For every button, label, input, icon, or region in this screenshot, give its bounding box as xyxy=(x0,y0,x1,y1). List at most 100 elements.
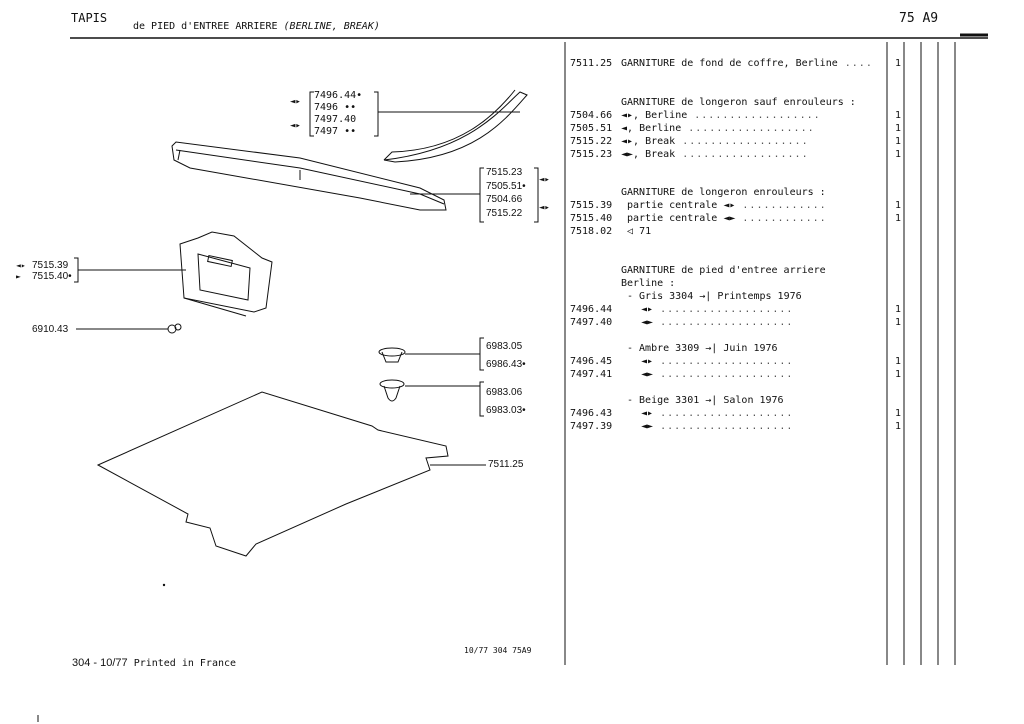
part-desc: ◄▸, Break .................. xyxy=(621,136,809,147)
page-title: TAPIS xyxy=(71,11,108,25)
part-desc-text: , Break xyxy=(633,136,676,147)
parts-row: 7497.39 ◄► ................... 1 xyxy=(570,420,901,433)
part-ref: 7515.22 xyxy=(570,136,613,147)
part-ref: 7497.39 xyxy=(570,421,613,432)
part-ref: 7515.23 xyxy=(570,149,613,160)
arrow-right-icon: ◄► xyxy=(641,317,654,328)
callout-7497-40: 7497.40 xyxy=(314,114,357,125)
callout-7515-23: 7515.23 xyxy=(486,167,523,178)
part-desc: ◄► ................... xyxy=(641,369,794,380)
part-qty: 1 xyxy=(895,149,902,160)
group-heading: - Gris 3304 →| Printemps 1976 xyxy=(627,290,802,303)
group-label: - Beige 3301 xyxy=(627,395,700,406)
callout-7496: 7496 •• xyxy=(314,102,357,113)
part-qty: 1 xyxy=(895,369,902,380)
part-qty: 1 xyxy=(895,356,902,367)
section-heading: GARNITURE de longeron enrouleurs : xyxy=(621,187,826,198)
part-desc-text: GARNITURE de fond de coffre, Berline xyxy=(621,58,838,69)
arrow-right-icon: ◄► xyxy=(641,369,654,380)
footer-left: 304 - 10/77 Printed in France xyxy=(72,657,236,669)
part-desc-text: , Berline xyxy=(627,123,682,134)
part-desc: ◄, Berline .................. xyxy=(621,123,815,134)
arrow-icon: ◄▸► xyxy=(16,261,26,281)
arrow-right-icon: ◄► xyxy=(723,213,736,224)
parts-row: 7515.40 partie centrale ◄► ............ … xyxy=(570,212,901,225)
part-ref: 7511.25 xyxy=(570,58,613,69)
part-ref: 7518.02 xyxy=(570,226,613,237)
parts-row: 7497.41 ◄► ................... 1 xyxy=(570,368,901,381)
parts-row: 7515.39 partie centrale ◄▸ ............ … xyxy=(570,199,901,212)
arrow-left-right-icon: ◄▸ xyxy=(641,408,654,419)
group-label: - Ambre 3309 xyxy=(627,343,700,354)
part-desc: ◁ 71 xyxy=(627,225,872,238)
bracket-group2 xyxy=(410,167,539,223)
group-heading: - Ambre 3309 →| Juin 1976 xyxy=(627,342,778,355)
footer-code: 10/77 304 75A9 xyxy=(464,646,532,655)
parts-row: 7515.23 ◄►, Break .................. 1 xyxy=(570,148,901,161)
part-ref: 7496.45 xyxy=(570,356,613,367)
group-heading: - Beige 3301 →| Salon 1976 xyxy=(627,394,784,407)
parts-row: 7496.45 ◄▸ ................... 1 xyxy=(570,355,901,368)
part-desc: ◄▸ ................... xyxy=(641,408,794,419)
part-desc: ◄▸ ................... xyxy=(641,356,794,367)
callout-6983-06: 6983.06 xyxy=(486,387,523,398)
arrow-to-bar-icon: →| xyxy=(705,395,718,406)
section-subheading: Berline : xyxy=(621,278,676,289)
arrow-right-icon: ◄► xyxy=(641,421,654,432)
callout-6983-05: 6983.05 xyxy=(486,341,523,352)
arrow-left-icon: ◄ xyxy=(621,123,628,134)
callout-7515-40: 7515.40• xyxy=(32,271,72,282)
part-ref: 7515.40 xyxy=(570,213,613,224)
section-heading: GARNITURE de pied d'entree arriere xyxy=(621,265,826,276)
group-date: Salon 1976 xyxy=(723,395,784,406)
part-qty: 1 xyxy=(895,110,902,121)
callout-group5: 6983.06 6983.03• xyxy=(486,384,526,420)
arrow-to-bar-icon: →| xyxy=(699,291,712,302)
part-ref: 7496.43 xyxy=(570,408,613,419)
callout-7511-25: 7511.25 xyxy=(488,459,524,470)
part-desc-text: partie centrale xyxy=(627,200,718,211)
parts-row: 7505.51 ◄, Berline .................. 1 xyxy=(570,122,901,135)
group-date: Juin 1976 xyxy=(723,343,778,354)
part-desc: GARNITURE de fond de coffre, Berline ...… xyxy=(621,58,872,69)
part-qty: 1 xyxy=(895,200,902,211)
part-desc-text: , Break xyxy=(633,149,676,160)
subtitle-main: de PIED d'ENTREE ARRIERE xyxy=(133,21,278,32)
part-qty: 1 xyxy=(895,304,902,315)
callout-6983-03: 6983.03• xyxy=(486,405,526,416)
part-ref: 7497.40 xyxy=(570,317,613,328)
page-subtitle: de PIED d'ENTREE ARRIERE (BERLINE, BREAK… xyxy=(133,21,380,32)
callout-7497: 7497 •• xyxy=(314,126,357,137)
group-date: Printemps 1976 xyxy=(717,291,802,302)
part-desc: ◄▸ ................... xyxy=(641,304,794,315)
parts-row: 7496.44 ◄▸ ................... 1 xyxy=(570,303,901,316)
part-desc-text: 71 xyxy=(639,226,652,237)
part-qty: 1 xyxy=(895,213,902,224)
footer-page-num: 304 - 10/77 xyxy=(72,657,128,669)
part-qty: 1 xyxy=(895,123,902,134)
callout-group3: 7515.39 7515.40• xyxy=(32,260,72,282)
qty-columns xyxy=(886,42,956,665)
subtitle-italic: (BERLINE, BREAK) xyxy=(283,21,380,32)
arrow-left-right-icon: ◄▸ xyxy=(723,200,736,211)
bracket-group3 xyxy=(74,257,186,283)
callout-group4: 6983.05 6986.43• xyxy=(486,338,526,374)
part-desc: partie centrale ◄► ............ xyxy=(627,213,827,224)
parts-row: 7504.66 ◄▸, Berline .................. 1 xyxy=(570,109,901,122)
part-ref: 7497.41 xyxy=(570,369,613,380)
button-clips-part xyxy=(378,347,406,402)
parts-row: 7497.40 ◄► ................... 1 xyxy=(570,316,901,329)
page-code: 75 A9 xyxy=(899,11,939,26)
parts-row: 7511.25 GARNITURE de fond de coffre, Ber… xyxy=(570,57,901,70)
callout-7515-22: 7515.22 xyxy=(486,207,523,219)
parts-row: 7515.22 ◄▸, Break .................. 1 xyxy=(570,135,901,148)
bracket-group4 xyxy=(405,337,484,417)
part-desc-text: partie centrale xyxy=(627,213,718,224)
arrow-icon: ◄▸ xyxy=(539,203,550,213)
part-desc: ◄► ................... xyxy=(641,421,794,432)
part-desc-text: , Berline xyxy=(633,110,688,121)
group-label: - Gris 3304 xyxy=(627,291,694,302)
part-desc: partie centrale ◄▸ ............ xyxy=(627,200,827,211)
part-qty: 1 xyxy=(895,421,902,432)
callout-7504-66: 7504.66 xyxy=(486,194,523,205)
